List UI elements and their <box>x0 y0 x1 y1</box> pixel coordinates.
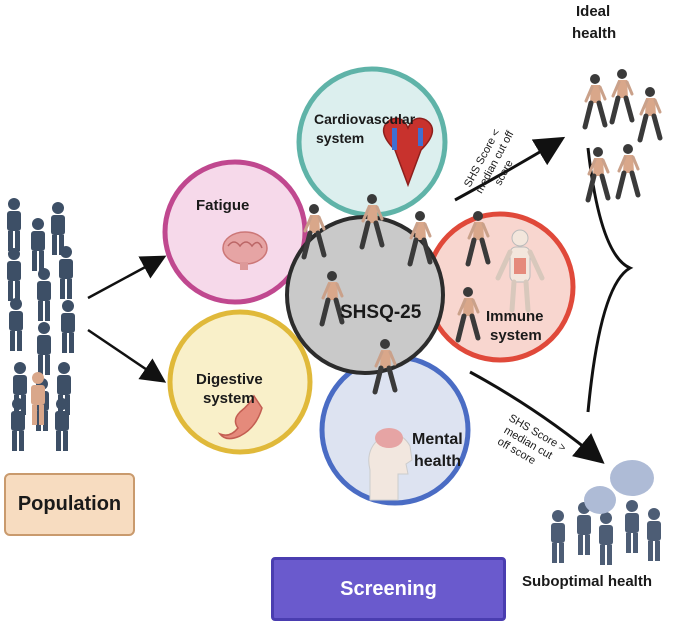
center-label: SHSQ-25 <box>340 302 422 323</box>
population-label: Population <box>17 493 122 515</box>
arrow-to-ideal <box>454 136 566 202</box>
fatigue-label: Fatigue <box>196 197 249 214</box>
arrow-to-suboptimal <box>469 370 605 464</box>
upper-threshold-text: SHS Score < median cut off score <box>462 127 517 195</box>
cardio-label-1: Cardiovascular <box>314 111 416 127</box>
digestive-label-1: Digestive <box>196 371 263 388</box>
arrow-to-fatigue <box>87 255 167 300</box>
heart-icon <box>382 117 434 188</box>
digestive-circle <box>167 309 313 455</box>
immune-body-icon <box>495 229 545 313</box>
head-brain-icon <box>368 428 413 501</box>
screening-label: Screening <box>340 577 437 600</box>
population-box: Population <box>4 473 135 536</box>
brace <box>586 147 634 413</box>
brain-icon <box>222 231 268 270</box>
immune-label-2: system <box>490 327 542 344</box>
fatigue-circle <box>162 159 308 305</box>
screening-box: Screening <box>271 557 506 621</box>
digestive-label-2: system <box>203 390 255 407</box>
immune-label-1: Immune <box>486 308 544 325</box>
ideal-label-2: health <box>572 25 616 42</box>
ideal-health-people <box>585 69 660 200</box>
stomach-icon <box>217 394 263 440</box>
ideal-label-1: Ideal <box>576 3 610 20</box>
cardio-label-2: system <box>316 130 364 146</box>
arrow-to-digestive <box>87 328 167 383</box>
lower-threshold-text: SHS Score > median cut off score <box>495 412 568 467</box>
mental-label-1: Mental <box>412 431 463 448</box>
mental-label-2: health <box>414 453 461 470</box>
suboptimal-label: Suboptimal health <box>522 573 652 590</box>
